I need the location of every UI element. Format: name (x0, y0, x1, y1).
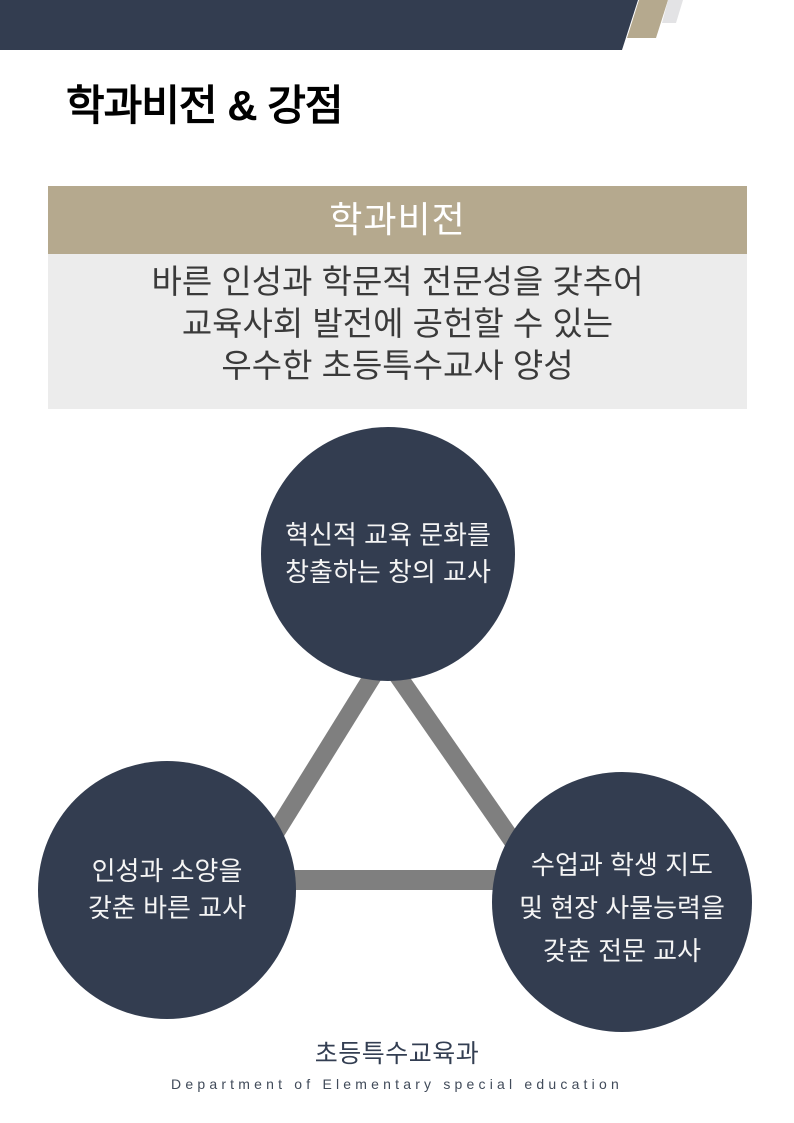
vision-body-line: 교육사회 발전에 공헌할 수 있는 (181, 305, 614, 342)
header-gray-stripe (662, 0, 683, 23)
header-tan-stripe (627, 0, 668, 38)
header-navy-bar (0, 0, 638, 50)
department-name-korean: 초등특수교육과 (314, 1041, 480, 1068)
circle-text-line: 인성과 소양을 (91, 856, 243, 886)
vision-box: 학과비전 바른 인성과 학문적 전문성을 갖추어 교육사회 발전에 공헌할 수 … (48, 186, 747, 409)
department-name-english: Department of Elementary special educati… (171, 1076, 623, 1092)
circle-professional-teacher: 수업과 학생 지도 및 현장 사물능력을 갖춘 전문 교사 (492, 772, 752, 1032)
vision-body-line: 바른 인성과 학문적 전문성을 갖추어 (151, 263, 644, 300)
page-title: 학과비전 & 강점 (66, 82, 344, 129)
circle-text-line: 혁신적 교육 문화를 (285, 520, 491, 550)
circle-creative-teacher: 혁신적 교육 문화를 창출하는 창의 교사 (261, 427, 515, 681)
circle-character-teacher: 인성과 소양을 갖춘 바른 교사 (38, 761, 296, 1019)
circle-text-line: 갖춘 전문 교사 (543, 935, 701, 966)
vision-box-header: 학과비전 (48, 186, 747, 254)
circle-text-line: 창출하는 창의 교사 (285, 557, 491, 587)
circle-text-line: 갖춘 바른 교사 (88, 893, 246, 923)
vision-body-line: 우수한 초등특수교사 양성 (221, 347, 574, 384)
header-accent-shapes (0, 0, 683, 50)
circle-text-line: 및 현장 사물능력을 (519, 892, 725, 923)
circle-text-line: 수업과 학생 지도 (531, 849, 713, 880)
vision-box-body: 바른 인성과 학문적 전문성을 갖추어 교육사회 발전에 공헌할 수 있는 우수… (48, 254, 747, 409)
